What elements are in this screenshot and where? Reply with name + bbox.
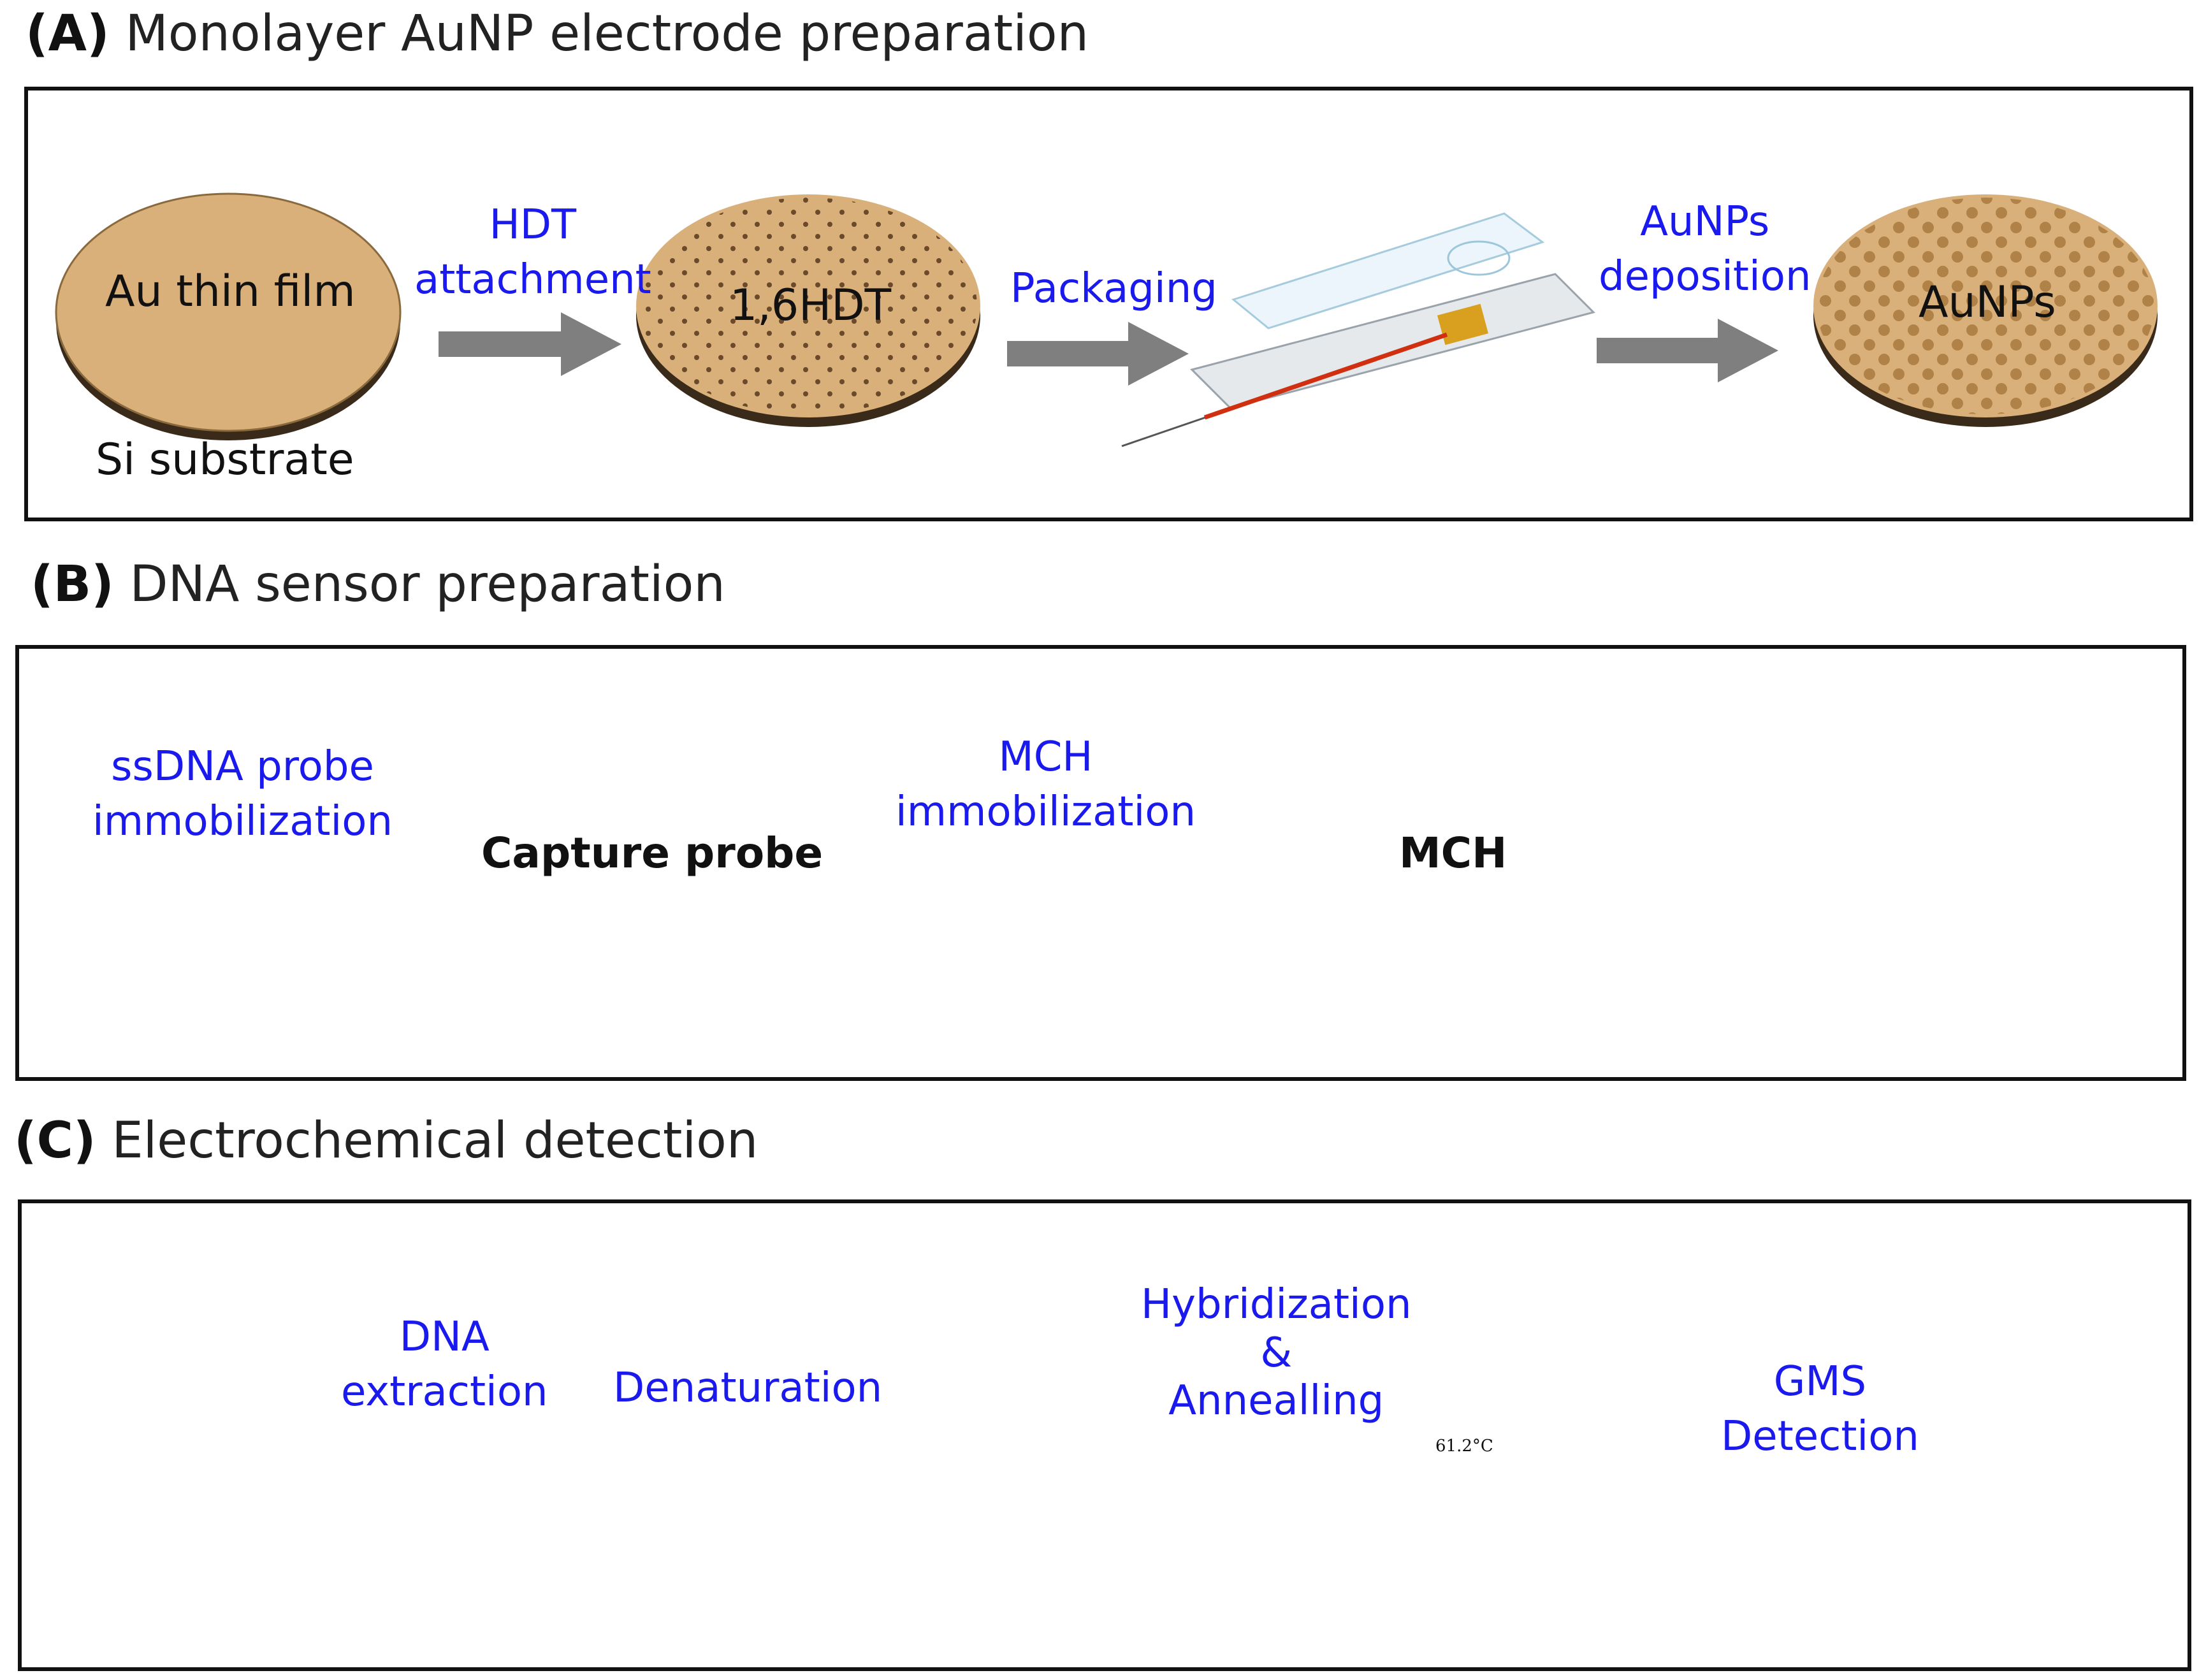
si-substrate-label: Si substrate <box>96 435 354 485</box>
au-thin-film-label: Au thin film <box>105 266 356 317</box>
section-b-title: (B) DNA sensor preparation <box>31 556 725 613</box>
step-ssdna-probe-immobilization: ssDNA probe immobilization <box>92 743 393 846</box>
aunps-disc <box>1813 194 2158 427</box>
arrow-a3 <box>1597 319 1778 382</box>
capture-probe-label: Capture probe <box>481 829 824 878</box>
step-aunps-deposition: AuNPs deposition <box>1599 198 1811 301</box>
packaged-electrode <box>1121 212 1595 447</box>
arrow-a1 <box>439 312 621 376</box>
section-c-title: (C) Electrochemical detection <box>14 1112 758 1169</box>
step-packaging: Packaging <box>1010 265 1217 312</box>
aunps-disc-label: AuNPs <box>1919 277 2056 328</box>
step-mch-immobilization: MCH immobilization <box>896 734 1196 836</box>
section-a-title: (A) Monolayer AuNP electrode preparation <box>25 5 1089 62</box>
mch-disc-label: MCH <box>1399 829 1507 878</box>
hotplate-display: 61.2°C <box>1435 1437 1493 1456</box>
step-denaturation: Denaturation <box>613 1365 883 1412</box>
au-thin-film-disc <box>55 192 402 440</box>
panel-b <box>15 645 2186 1081</box>
panel-c <box>18 1199 2191 1671</box>
step-hybridization-annealling: Hybridization & Annealling <box>1141 1281 1412 1425</box>
step-dna-extraction: DNA extraction <box>341 1314 548 1416</box>
step-gms-detection: GMS Detection <box>1721 1358 1919 1461</box>
step-hdt-attachment: HDT attachment <box>414 201 651 304</box>
arrow-a2 <box>1007 322 1189 386</box>
hdt-disc <box>636 194 980 427</box>
hdt-disc-label: 1,6HDT <box>730 280 892 331</box>
